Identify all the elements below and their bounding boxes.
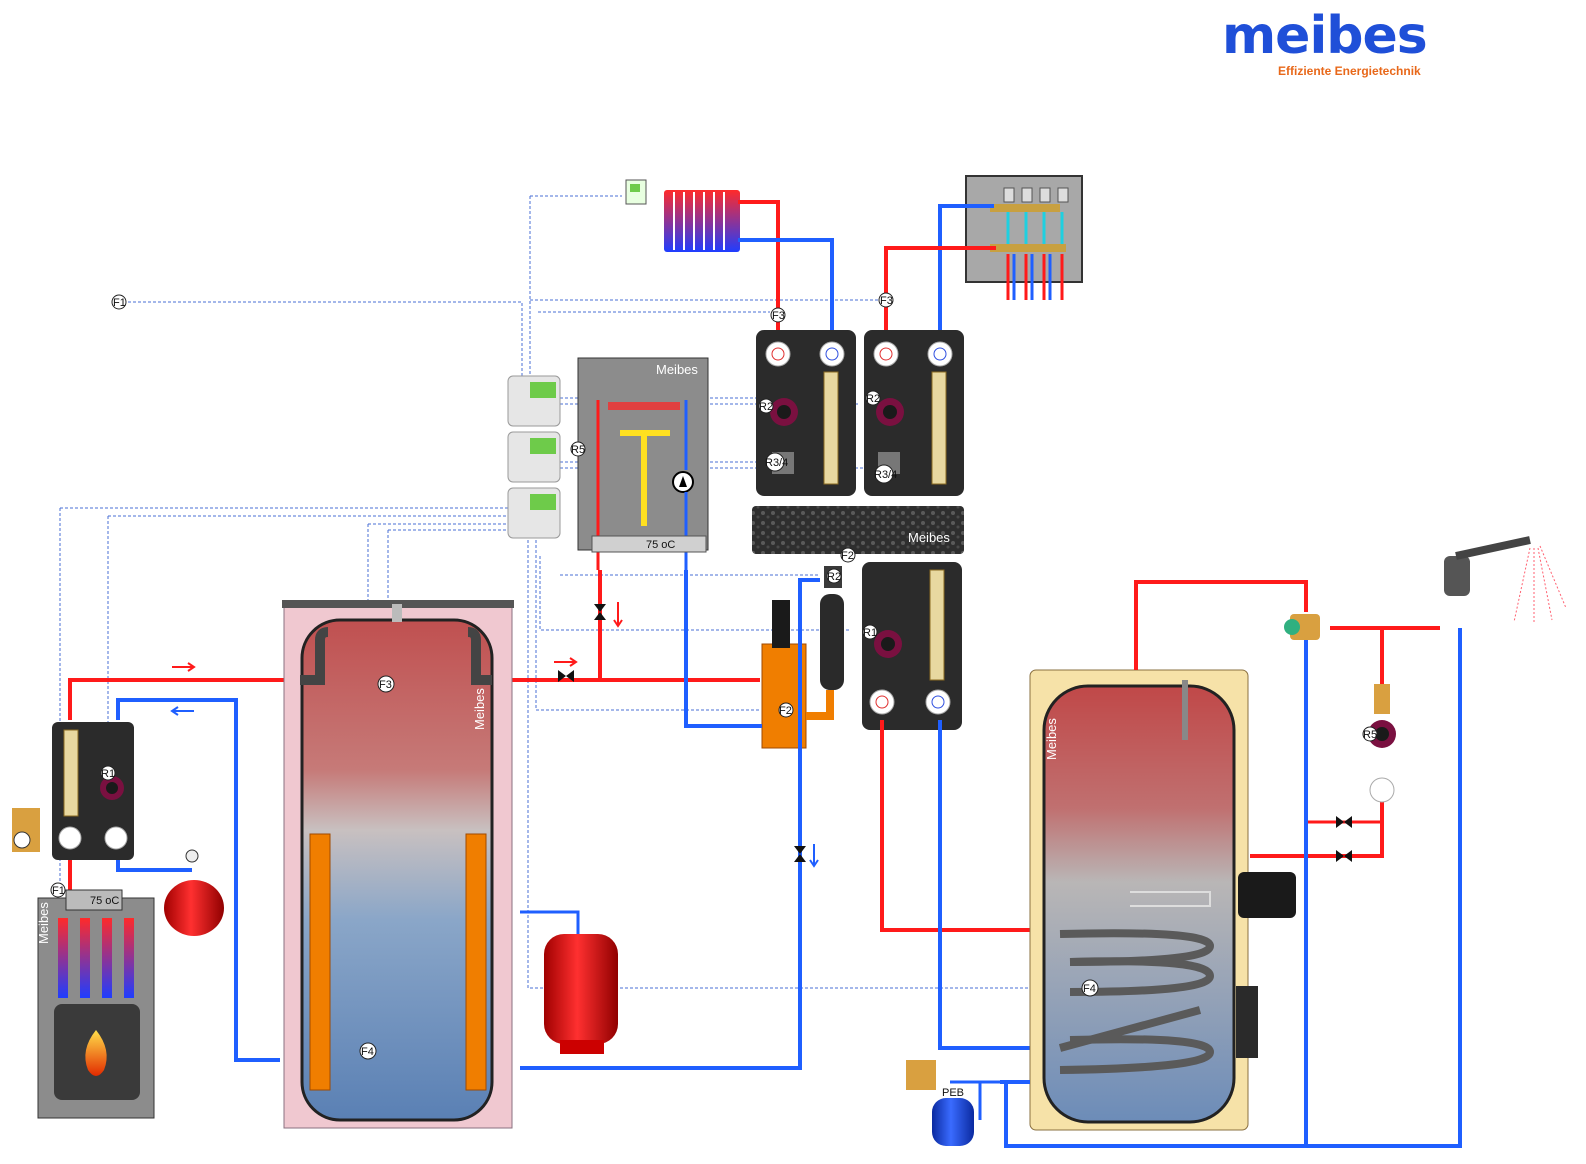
gas-boiler: 75 oC Meibes: [577, 357, 709, 570]
dhw-coil-return-pipe: [938, 720, 1030, 1050]
label-r5-circulation: R5: [1362, 726, 1378, 742]
dhw-expansion-vessel: PEB: [932, 1087, 974, 1146]
sensor-f3-circuit-1: F3: [770, 307, 786, 323]
svg-text:F2: F2: [779, 705, 792, 717]
buffer-expansion-vessel: [544, 934, 618, 1054]
svg-text:75 oC: 75 oC: [646, 539, 675, 551]
controller-2: [507, 431, 561, 483]
sensor-f1-outdoor: F1: [111, 294, 127, 310]
radiator-supply-pipe: [738, 200, 780, 330]
expansion-connection: [950, 1080, 1000, 1120]
label-r34-mixer-2: R3/4: [874, 464, 897, 484]
label-r2-circuit-1: R2: [758, 398, 774, 414]
svg-text:R1: R1: [863, 627, 877, 639]
svg-text:R5: R5: [571, 444, 585, 456]
svg-text:Meibes: Meibes: [656, 362, 698, 377]
svg-text:R2: R2: [827, 571, 841, 583]
svg-text:R3/4: R3/4: [765, 457, 788, 469]
label-r34-mixer-1: R3/4: [765, 452, 788, 472]
cold-water-pipe: [1304, 628, 1462, 1148]
svg-text:F1: F1: [52, 885, 65, 897]
label-f2-header: F2: [840, 547, 856, 563]
svg-text:Meibes: Meibes: [472, 688, 487, 730]
svg-text:F4: F4: [361, 1046, 374, 1058]
dhw-hot-pipe: [1134, 580, 1308, 670]
svg-text:R2: R2: [866, 393, 880, 405]
svg-text:F4: F4: [1083, 983, 1096, 995]
solid-boiler-supply-pipe: [68, 678, 300, 720]
svg-text:75 oC: 75 oC: [90, 895, 119, 907]
pump-group-circuit-1: [756, 330, 856, 496]
svg-text:F2: F2: [841, 550, 854, 562]
label-f1-solid-boiler: F1: [50, 882, 66, 898]
label-f3-buffer: F3: [377, 675, 395, 693]
circulation-return-pipe: [1250, 800, 1384, 858]
label-r1-solid-group: R1: [100, 765, 116, 781]
safety-valve-dhw: [906, 1060, 936, 1090]
controller-1: [507, 375, 561, 427]
svg-text:Meibes: Meibes: [1044, 718, 1059, 760]
svg-text:R2: R2: [759, 401, 773, 413]
svg-text:F1: F1: [113, 297, 126, 309]
dhw-tank: Meibes: [1029, 669, 1296, 1131]
svg-text:F3: F3: [379, 679, 392, 691]
svg-text:R3/4: R3/4: [874, 469, 897, 481]
pump-group-boiler: [862, 562, 962, 730]
buffer-tank: Meibes: [282, 600, 514, 1129]
cold-inlet-pipe: [1000, 1080, 1306, 1148]
solid-boiler-return-pipe: [116, 698, 280, 1062]
flow-arrows: [170, 602, 819, 868]
hydraulic-separator: [761, 566, 844, 749]
floor-heating-manifold: [965, 175, 1083, 300]
circulation-bypass: [1306, 808, 1384, 824]
svg-text:F3: F3: [880, 295, 893, 307]
distribution-manifold: Meibes: [752, 506, 964, 554]
label-f2-separator: F2: [778, 702, 794, 718]
room-thermostat-display: [630, 184, 640, 192]
mixing-valve: [1284, 614, 1320, 640]
boiler-return-pipe: [684, 570, 762, 728]
meibes-logo: meibes Effiziente Energietechnik: [1222, 10, 1452, 80]
buffer-return-pipe: [520, 578, 820, 1070]
svg-text:F3: F3: [772, 310, 785, 322]
circulation-pump: [1368, 684, 1396, 803]
svg-text:R1: R1: [101, 768, 115, 780]
buffer-expansion-line: [520, 910, 580, 934]
expansion-vessel-line: [116, 860, 192, 872]
safety-group: [12, 808, 40, 852]
label-r5-controller: R5: [570, 441, 586, 457]
faucet: [1444, 536, 1567, 624]
sensor-f3-circuit-2: F3: [878, 292, 894, 308]
heating-expansion-vessel: [164, 849, 224, 936]
label-r2-circuit-2: R2: [865, 390, 881, 406]
svg-text:Meibes: Meibes: [908, 530, 950, 545]
label-f4-buffer: F4: [359, 1042, 377, 1060]
dhw-coil-supply-pipe: [880, 720, 1030, 932]
radiator: [664, 190, 740, 252]
svg-text:PEB: PEB: [942, 1087, 964, 1099]
valves: [558, 604, 1352, 862]
svg-text:R5: R5: [1363, 729, 1377, 741]
pump-group-circuit-2: [864, 330, 964, 496]
radiator-return-pipe: [738, 238, 834, 330]
solid-fuel-boiler: 75 oC Meibes: [36, 889, 155, 1119]
controller-3: [507, 487, 561, 539]
manifold-return-pipe: [938, 204, 994, 330]
pump-group-solid-boiler: [52, 722, 134, 860]
logo-tagline: Effiziente Energietechnik: [1278, 64, 1421, 78]
svg-text:Meibes: Meibes: [36, 902, 51, 944]
label-r2-boiler-pump: R2: [826, 568, 842, 584]
logo-wordmark: meibes: [1222, 6, 1428, 66]
label-r1-dhw-group: R1: [862, 624, 878, 640]
label-f4-dhw: F4: [1081, 979, 1099, 997]
